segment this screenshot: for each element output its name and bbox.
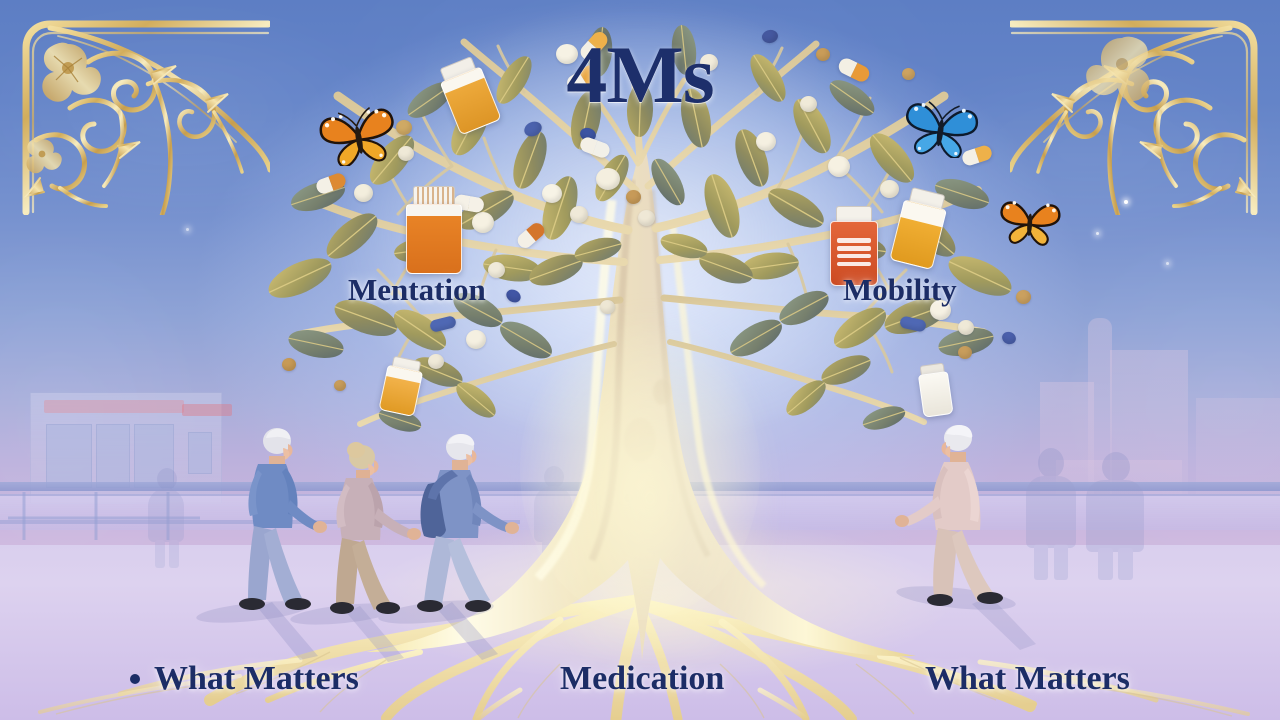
root-label-text: What Matters (925, 660, 1130, 697)
storefront-window-2 (96, 424, 130, 488)
ghost-figure-1 (1022, 448, 1078, 580)
pill-tablet-white (600, 300, 615, 314)
walker-figure-2 (330, 442, 421, 662)
butterfly-monarch-left (319, 106, 394, 166)
storefront-window-3 (134, 424, 174, 488)
pill-tablet-tan (282, 358, 296, 371)
sparkle-accent (1166, 262, 1169, 265)
pill-tablet-tan (816, 48, 830, 61)
root-label-what-matters-left: What Matters (130, 660, 359, 698)
sparkle-accent (1096, 232, 1099, 235)
root-filaments (55, 651, 1233, 719)
bottle-body (406, 204, 462, 274)
pill-tablet-white (472, 212, 494, 233)
pill-tablet-white (542, 184, 562, 203)
root-label-medication: Medication (560, 660, 724, 698)
pill-tablet-white (930, 300, 951, 320)
bottle-body (830, 221, 878, 286)
pill-tablet-tan (334, 380, 346, 391)
pill-tablet-tan (902, 68, 915, 80)
building-tower-tall (1088, 318, 1112, 494)
storefront-door (188, 432, 212, 474)
sparkle-accent (186, 228, 189, 231)
pill-tablet-white (596, 168, 620, 190)
root-label-text: What Matters (154, 660, 359, 697)
pill-bottle-mentation (406, 186, 462, 274)
pill-bottle-mobility-red (830, 206, 878, 286)
building-tower-low (1040, 382, 1094, 494)
pill-tablet-tan (396, 120, 412, 135)
pill-tablet-white (958, 320, 974, 335)
building-tower-wide (1110, 350, 1188, 494)
building-far-right (1196, 398, 1280, 494)
pill-tablet-tan (958, 346, 972, 359)
sparkle-accent (1124, 200, 1128, 204)
trunk-glow (520, 300, 780, 660)
storefront-window-1 (46, 424, 92, 488)
walker-figure-3 (417, 433, 519, 660)
branch-label-mobility: Mobility (843, 272, 957, 307)
pill-tablet-white (800, 96, 817, 112)
pill-tablet-white (700, 54, 718, 71)
branch-label-mentation: Mentation (348, 272, 486, 307)
pill-tablet-white (880, 180, 899, 198)
pill-tablet-white (556, 44, 578, 64)
walker-figure-1 (239, 428, 327, 660)
pill-tablet-white (488, 262, 505, 278)
pill-tablet-white (638, 210, 655, 226)
bottle-label-lines (836, 238, 872, 271)
pill-tablet-white (428, 354, 444, 369)
ghost-figure-2 (1084, 452, 1144, 580)
pill-tablet-white (570, 206, 588, 223)
walker-figure-4 (895, 425, 1036, 650)
page-title: 4Ms (566, 29, 714, 120)
pill-tablet-white (828, 156, 850, 177)
root-label-text: Medication (560, 660, 725, 697)
walker-shadows (196, 586, 1016, 625)
pill-tablet-white (398, 146, 414, 161)
storefront-sign-side (182, 404, 232, 416)
storefront-sign (44, 400, 184, 413)
ghost-figure-4 (146, 468, 186, 568)
pill-tablet-tan (626, 190, 641, 204)
pill-tablet-white (756, 132, 776, 151)
butterfly-blue-morpho (906, 101, 979, 158)
bullet-icon (130, 674, 140, 684)
root-label-what-matters-right: What Matters (925, 660, 1130, 698)
pill-tablet-tan (1016, 290, 1031, 304)
pill-tablet-white (354, 184, 373, 202)
pill-tablet-white (466, 330, 486, 349)
